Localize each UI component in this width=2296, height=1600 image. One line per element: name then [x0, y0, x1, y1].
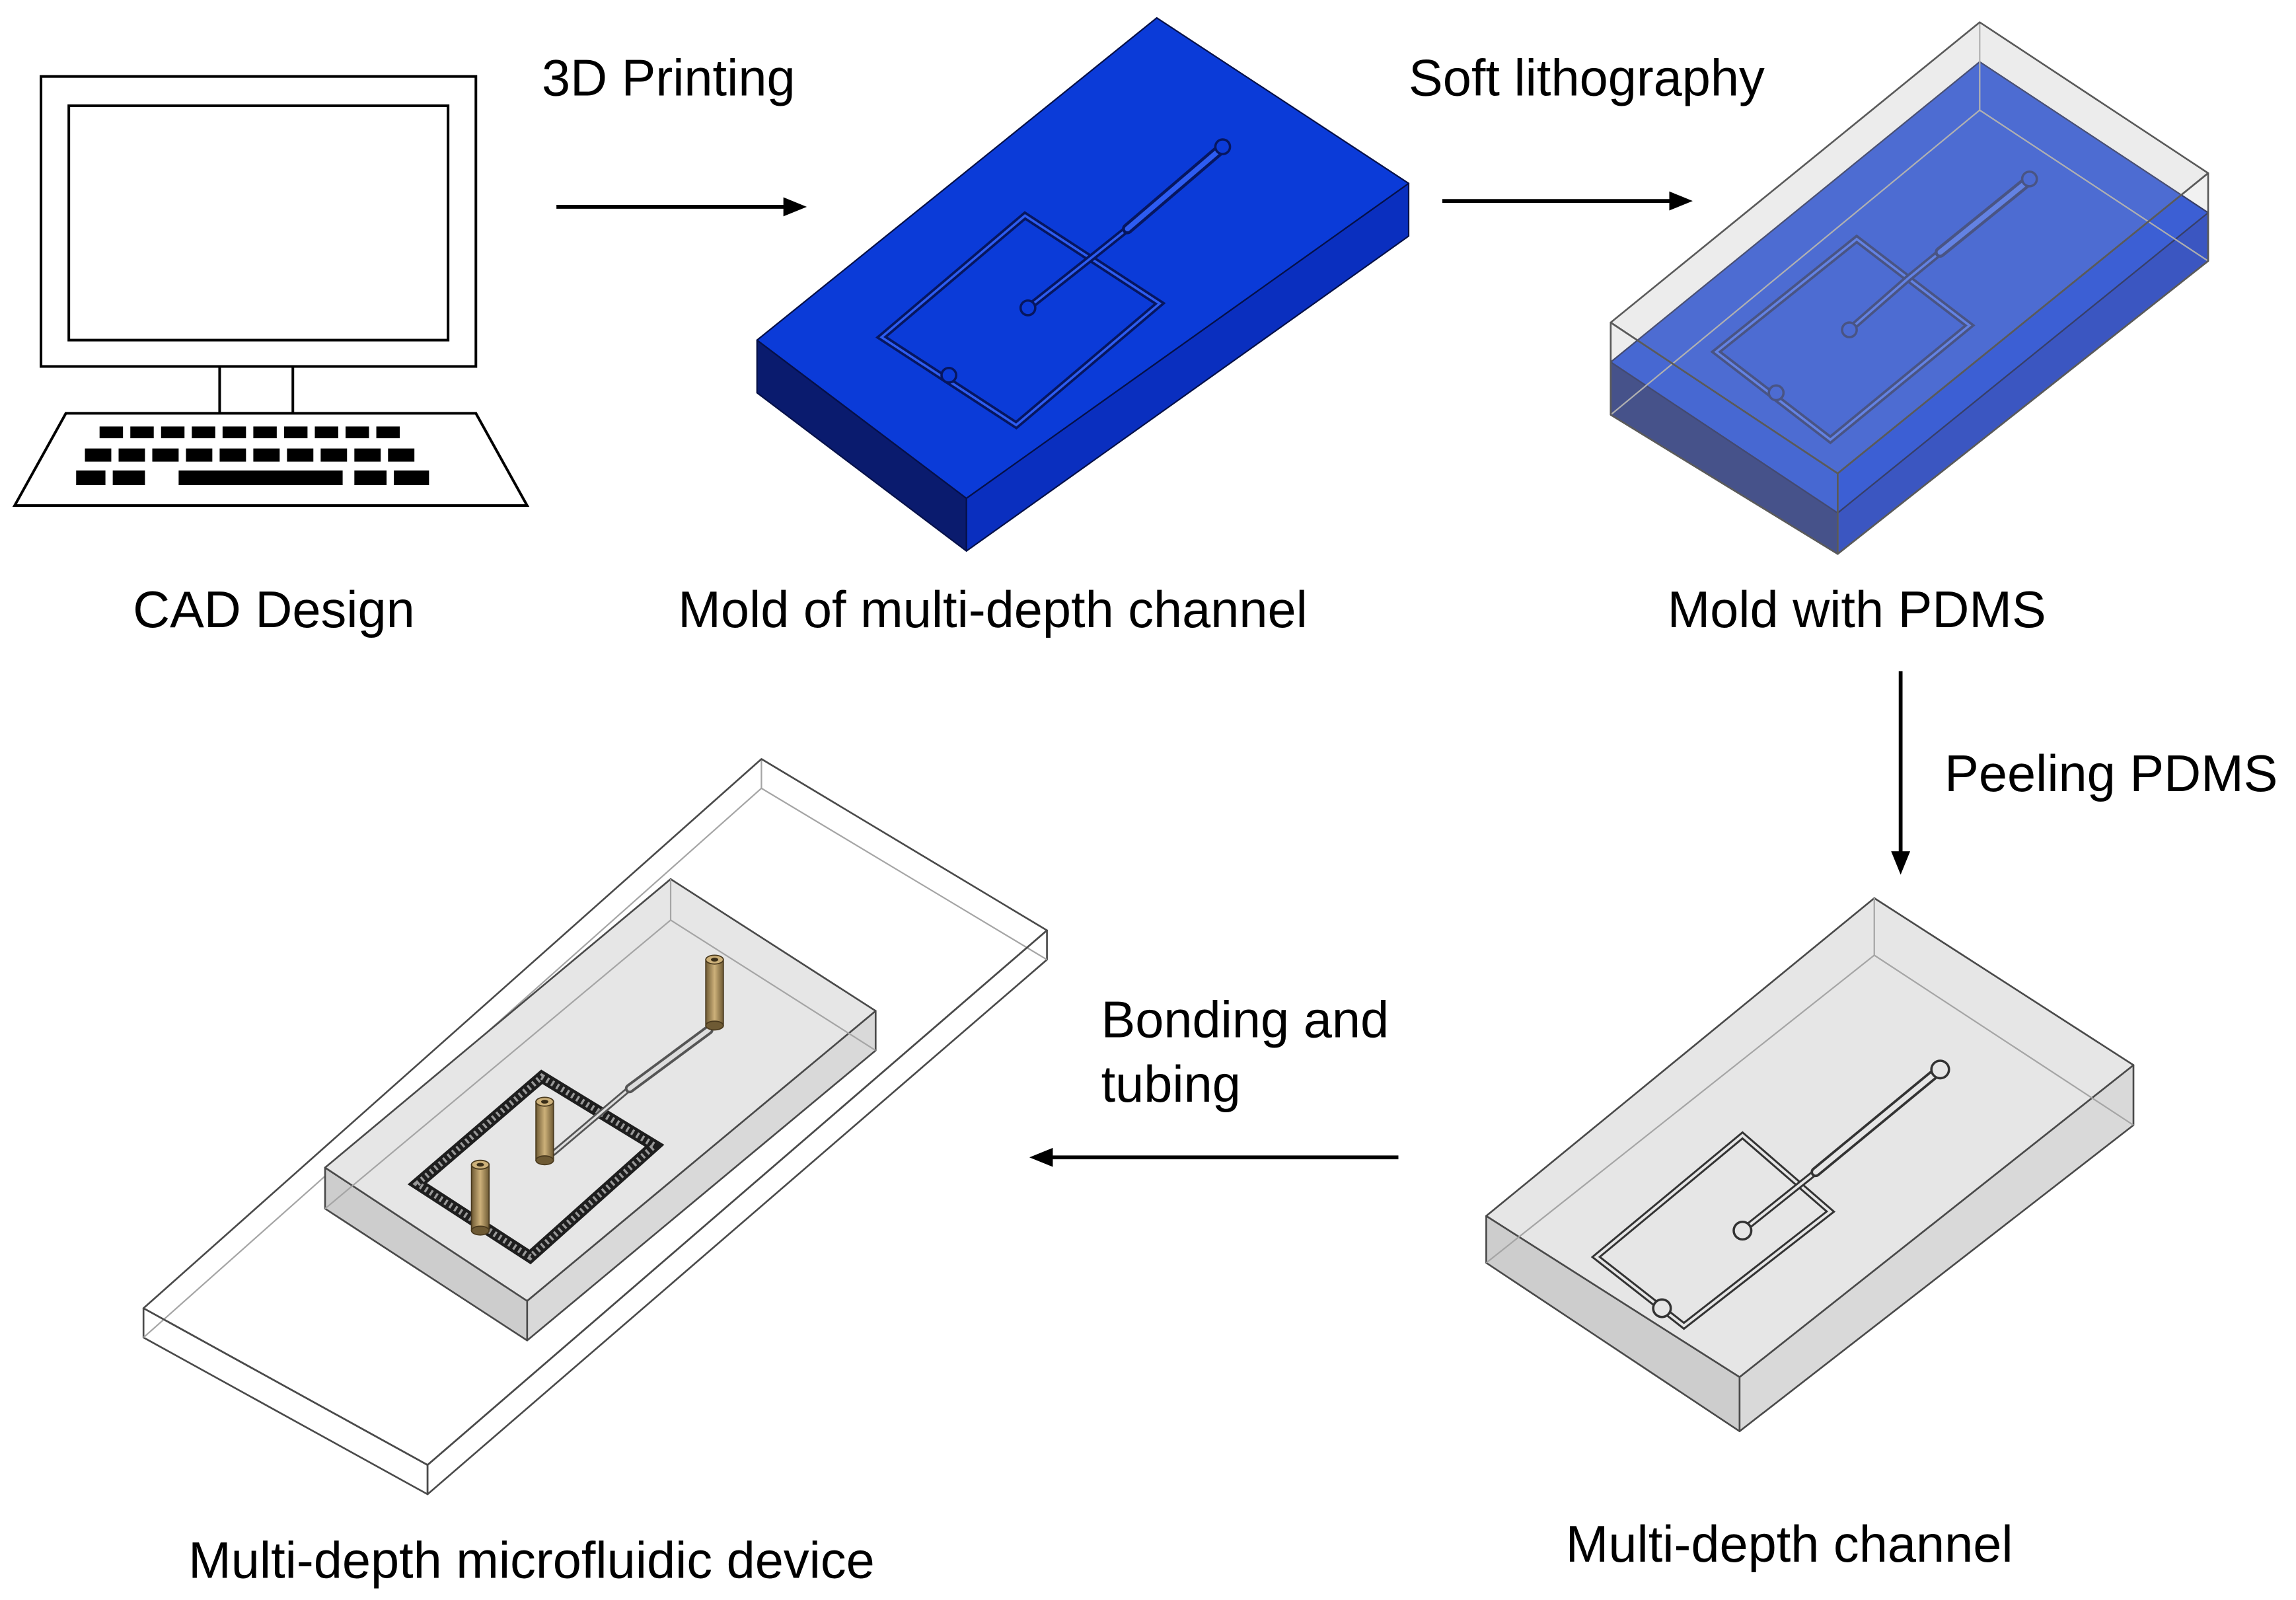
- keyboard-key: [253, 448, 280, 462]
- tubing-top: [705, 954, 724, 1031]
- step-label-microfluidic-device: Multi-depth microfluidic device: [188, 1532, 875, 1589]
- tube-hole: [710, 958, 719, 962]
- keyboard-key: [394, 470, 429, 486]
- step-label-mold: Mold of multi-depth channel: [678, 582, 1308, 638]
- multi-depth-channel-block: [1485, 897, 2135, 1433]
- keyboard-key: [219, 448, 246, 462]
- device-channel-wide-section-inner: [627, 1028, 711, 1091]
- mold-channel-pattern: [875, 138, 1232, 430]
- tube-hole: [540, 1100, 548, 1104]
- microfluidic-device: [142, 758, 1048, 1496]
- step-label-multi-depth-channel: Multi-depth channel: [1566, 1516, 2013, 1573]
- channel-wide-section-inner: [1813, 1073, 1936, 1175]
- keyboard-key: [283, 426, 308, 439]
- monitor-stand: [218, 365, 295, 415]
- device-block-top-face: [324, 878, 877, 1302]
- pdms-mold-channel-wide-section-inner: [1937, 180, 2028, 255]
- keyboard-key: [354, 448, 381, 462]
- pdms-mold-port-top: [2020, 170, 2038, 188]
- pdms-mold-port-center: [1841, 321, 1858, 338]
- arrow-peeling-pdms: [1891, 671, 1911, 875]
- arrow-head-icon: [783, 197, 807, 217]
- channel-pattern: [1590, 1059, 1950, 1330]
- keyboard-key: [287, 448, 314, 462]
- keyboard-key: [376, 426, 400, 439]
- bonded-pdms-block: [324, 878, 877, 1342]
- keyboard-key: [152, 448, 179, 462]
- keyboard-key: [112, 470, 145, 486]
- tube-base: [470, 1225, 490, 1236]
- channel-port-top: [1930, 1059, 1950, 1080]
- arrow-head-icon: [1029, 1147, 1053, 1167]
- tube-body: [535, 1101, 554, 1161]
- tubing-center: [535, 1096, 554, 1166]
- mold-top-face: [756, 17, 1410, 500]
- channel-port-bottom: [1652, 1298, 1672, 1318]
- arrow-label-soft-lithography: Soft lithography: [1409, 50, 1765, 107]
- keyboard-spacebar: [178, 470, 343, 486]
- device-channel-loop: [407, 1069, 665, 1265]
- mold-channel-loop-inner: [879, 214, 1162, 427]
- mold-multi-depth-channel: [756, 17, 1410, 552]
- keyboard-key: [346, 426, 369, 439]
- step-label-cad-design: CAD Design: [133, 582, 415, 638]
- keyboard-key: [222, 426, 246, 439]
- arrow-head-icon: [1891, 851, 1911, 875]
- monitor-screen: [67, 104, 450, 342]
- pdms-top-face: [1610, 21, 2209, 475]
- channel-block-top-face: [1485, 897, 2135, 1379]
- tube-base: [705, 1020, 724, 1031]
- keyboard-key: [76, 470, 106, 486]
- keyboard-key: [85, 448, 112, 462]
- arrow-label-bonding-line-2: tubing: [1101, 1056, 1241, 1113]
- mold-port-bottom: [940, 366, 957, 384]
- device-channel-pattern: [407, 1025, 714, 1265]
- arrow-label-bonding-line-1: Bonding and: [1101, 992, 1389, 1049]
- keyboard-key: [315, 426, 338, 439]
- mold-channel-wide-section-inner: [1125, 148, 1221, 232]
- keyboard-key: [253, 426, 277, 439]
- tube-body: [705, 959, 724, 1026]
- keyboard-keys: [76, 426, 429, 486]
- keyboard-key: [186, 448, 213, 462]
- keyboard-key: [99, 426, 124, 439]
- keyboard-key: [354, 470, 387, 486]
- keyboard-key: [192, 426, 215, 439]
- pdms-mold-channel-stem-inner: [1848, 250, 1942, 331]
- tube-hole: [476, 1162, 484, 1167]
- arrow-soft-lithography: [1442, 191, 1693, 211]
- glass-slide-top-face: [142, 758, 1048, 1466]
- pdms-mold-channel-loop-inner: [1714, 237, 1972, 441]
- arrow-head-icon: [1669, 191, 1693, 211]
- computer-icon: [12, 75, 530, 508]
- arrow-bonding-and-tubing: [1029, 1147, 1399, 1167]
- arrow-3d-printing: [556, 197, 807, 217]
- device-channel-stem-inner: [552, 1087, 631, 1155]
- keyboard-key: [320, 448, 348, 462]
- arrow-label-3d-printing: 3D Printing: [542, 50, 796, 107]
- glass-slide: [142, 758, 1048, 1496]
- step-label-mold-with-pdms: Mold with PDMS: [1668, 582, 2046, 638]
- mold-with-pdms: [1610, 21, 2209, 555]
- tube-body: [470, 1164, 490, 1231]
- tube-base: [535, 1155, 554, 1166]
- keyboard-key: [130, 426, 154, 439]
- arrow-label-peeling-pdms: Peeling PDMS: [1944, 745, 2277, 802]
- mold-port-top: [1214, 138, 1232, 155]
- channel-stem-inner: [1741, 1170, 1818, 1233]
- keyboard-key: [118, 448, 145, 462]
- channel-port-center: [1732, 1220, 1753, 1241]
- tubing-bottom: [470, 1159, 490, 1236]
- keyboard-key: [388, 448, 415, 462]
- mold-channel-stem-inner: [1026, 227, 1129, 309]
- keyboard-key: [161, 426, 185, 439]
- pdms-mold-channel-pattern: [1710, 170, 2038, 445]
- mold-port-center: [1019, 299, 1037, 317]
- pdms-mold-port-bottom: [1767, 384, 1785, 402]
